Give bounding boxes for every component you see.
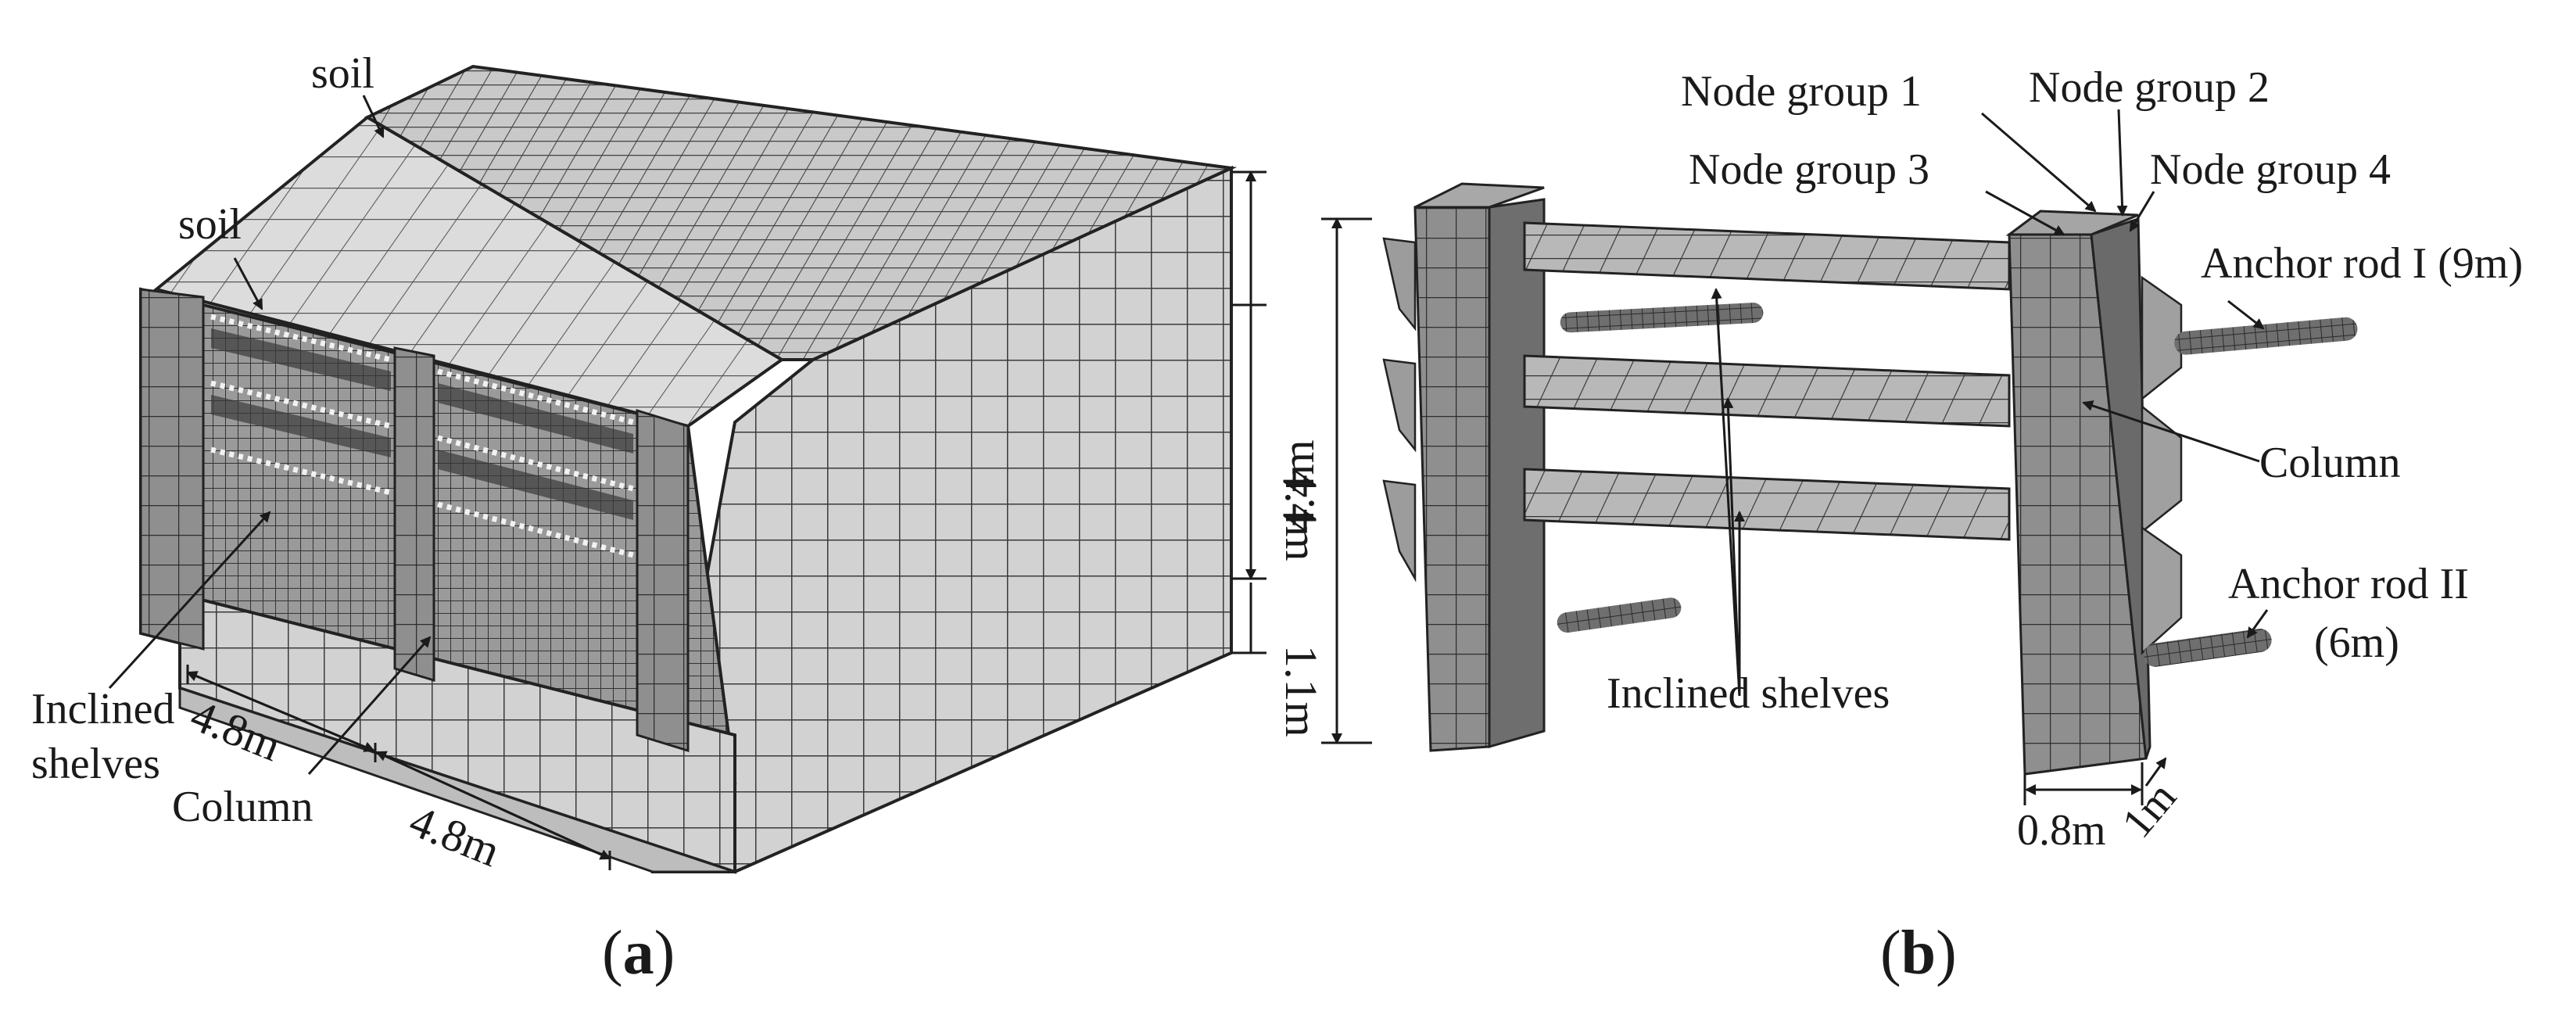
shelf-middle: [1523, 354, 2011, 428]
dim-column-width: 0.8m: [2017, 806, 2106, 855]
panel-a-dimensions: [186, 170, 1267, 870]
column-b-right-side: [2090, 217, 2151, 759]
shelf-shadows-a: [211, 328, 633, 520]
label-node-group-3: Node group 3: [1689, 145, 1929, 194]
shelf-bottom: [1523, 468, 2011, 541]
shelf-top: [1523, 221, 2011, 291]
caption-a: (a): [602, 919, 675, 988]
column-b-left-top: [1414, 182, 1545, 209]
column-b-left-side: [1488, 198, 1546, 748]
soil-top-face: [364, 64, 1238, 361]
label-node-group-2: Node group 2: [2029, 63, 2270, 112]
dim-column-depth: 1m: [2112, 773, 2185, 848]
label-inclined-shelves-b: Inclined shelves: [1607, 669, 1890, 718]
panel-b-model: [1382, 182, 2358, 776]
label-anchor-rod-2-line2: (6m): [2314, 618, 2399, 667]
dim-height-upper: 4.4m: [1276, 469, 1327, 561]
label-column-b: Column: [2259, 439, 2400, 487]
caption-b: (b): [1880, 919, 1957, 988]
label-soil-left: soil: [178, 200, 242, 249]
shelf-wing-left-1: [1382, 237, 1417, 332]
panel-a-model: [139, 64, 1238, 874]
panel-b-dimensions: [1321, 217, 2167, 805]
column-b-left-front: [1413, 206, 1491, 752]
shelves-a: [210, 314, 634, 558]
column-a-left: [139, 288, 205, 651]
label-anchor-rod-2-line1: Anchor rod II: [2228, 560, 2469, 608]
shelf-wing-left-2: [1382, 358, 1417, 453]
dim-height-lower: 1.1m: [1276, 645, 1327, 737]
label-soil-top: soil: [311, 49, 374, 98]
shelf-wing-left-3: [1382, 479, 1417, 583]
base-front-strip: [178, 686, 736, 873]
column-a-middle: [393, 346, 435, 683]
anchor-rod-right-lower: [2143, 628, 2272, 667]
label-inclined-shelves-a-2: shelves: [31, 740, 160, 788]
label-anchor-rod-1: Anchor rod I (9m): [2201, 239, 2523, 288]
anchor-rod-left-lower: [1557, 597, 1682, 633]
anchor-rod-right-upper: [2174, 317, 2358, 355]
label-column-a: Column: [172, 783, 313, 831]
panel-b-leaders: [1711, 109, 2269, 697]
label-node-group-1: Node group 1: [1681, 67, 1922, 116]
label-inclined-shelves-a-1: Inclined: [31, 685, 174, 733]
shelf-wing-right-2: [2141, 404, 2183, 534]
column-a-right: [636, 408, 690, 753]
anchor-rod-left-upper: [1560, 303, 1764, 333]
panel-a-leaders: [108, 95, 432, 775]
dim-height-b: 4.4m: [1273, 439, 1324, 532]
shelf-wing-right-1: [2141, 275, 2183, 401]
shelf-wing-right-3: [2141, 525, 2183, 655]
label-node-group-4: Node group 4: [2150, 145, 2391, 194]
